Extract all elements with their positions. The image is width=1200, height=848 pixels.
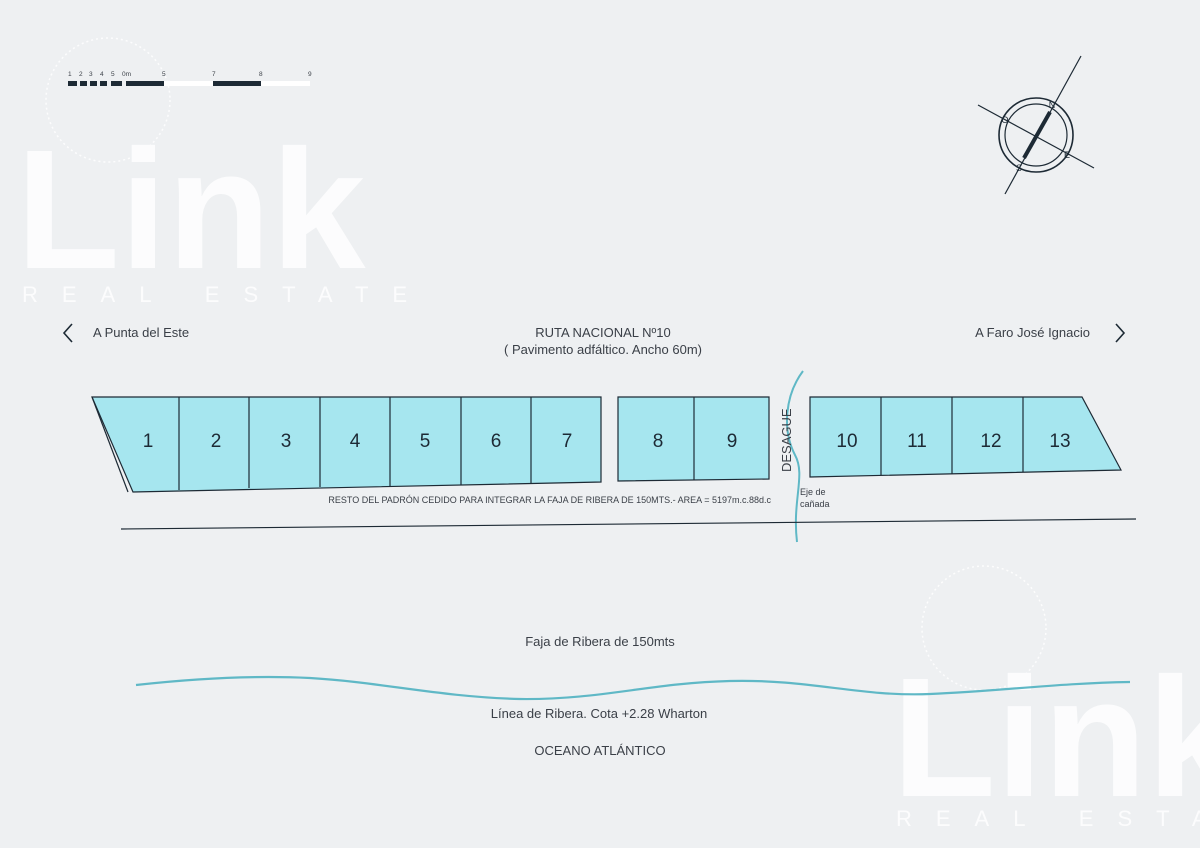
scale-label: 8 — [259, 71, 263, 78]
watermark-ring-2 — [921, 565, 1047, 691]
compass-inner-ring — [1004, 103, 1068, 167]
compass-south: S — [1016, 163, 1022, 173]
compass-needle — [1022, 111, 1052, 159]
scale-segment — [80, 81, 87, 86]
compass-east: E — [1064, 150, 1070, 160]
compass-west: O — [1001, 115, 1008, 125]
watermark-tagline: REAL ESTATE — [22, 282, 431, 307]
lot-1[interactable]: 1 — [143, 431, 154, 452]
scale-segment — [111, 81, 122, 86]
watermark-tagline-2: REAL ESTATE — [896, 806, 1200, 831]
compass-rose: N S E O — [977, 55, 1095, 195]
scale-segment — [68, 81, 77, 86]
lot-6[interactable]: 6 — [491, 431, 502, 452]
watermark-top-left: Link REAL ESTATE — [16, 37, 431, 307]
linea-ribera-label: Línea de Ribera. Cota +2.28 Wharton — [491, 706, 707, 721]
direction-left-label: A Punta del Este — [93, 325, 189, 340]
scale-label: 5 — [111, 71, 115, 78]
route-label: RUTA NACIONAL Nº10 ( Pavimento adfáltico… — [504, 325, 702, 357]
direction-right: A Faro José Ignacio — [975, 323, 1126, 343]
scale-segment — [90, 81, 97, 86]
scale-label: 0m — [122, 71, 131, 78]
direction-left: A Punta del Este — [62, 323, 189, 343]
scale-segment — [213, 81, 261, 86]
compass-outer-ring — [998, 97, 1074, 173]
route-description: ( Pavimento adfáltico. Ancho 60m) — [504, 342, 702, 357]
lot-10[interactable]: 10 — [836, 431, 857, 452]
scale-segment — [100, 81, 107, 86]
watermark-brand-2: Link — [892, 643, 1200, 833]
direction-right-label: A Faro José Ignacio — [975, 325, 1090, 340]
lots-group-a: 1 2 3 4 5 6 7 — [91, 396, 602, 493]
compass-north: N — [1049, 100, 1056, 110]
scale-segment — [164, 81, 213, 86]
route-name: RUTA NACIONAL Nº10 — [535, 325, 671, 340]
chevron-right-icon — [1115, 323, 1126, 343]
lot-12[interactable]: 12 — [980, 431, 1001, 452]
scale-label: 9 — [308, 71, 312, 78]
lot-7[interactable]: 7 — [562, 431, 573, 452]
scale-label: 4 — [100, 71, 104, 78]
lots-group-c: 10 11 12 13 — [809, 396, 1122, 478]
resto-padron-label: RESTO DEL PADRÓN CEDIDO PARA INTEGRAR LA… — [328, 495, 771, 505]
watermark-bottom-right: Link REAL ESTATE — [892, 565, 1200, 833]
lots-block-c — [809, 396, 1122, 478]
creek-line — [786, 370, 804, 543]
lot-2[interactable]: 2 — [211, 431, 222, 452]
eje-label-2: cañada — [800, 499, 830, 509]
scale-label: 1 — [68, 71, 72, 78]
padron-boundary-line — [120, 518, 1137, 530]
eje-label-1: Eje de — [800, 487, 826, 497]
lots-block-a — [91, 396, 602, 493]
oceano-label: OCEANO ATLÁNTICO — [534, 743, 665, 758]
faja-label: Faja de Ribera de 150mts — [525, 634, 675, 649]
scale-segment — [261, 81, 310, 86]
lot-3[interactable]: 3 — [281, 431, 292, 452]
scale-bar: 1 2 3 4 5 0m 5 7 8 9 — [68, 71, 312, 86]
scale-segment — [126, 81, 164, 86]
desague-label: DESAGUE — [779, 408, 794, 472]
lot-11[interactable]: 11 — [907, 431, 927, 452]
scale-label: 3 — [89, 71, 93, 78]
lot-9[interactable]: 9 — [727, 431, 738, 452]
shoreline-wave — [135, 675, 1131, 701]
scale-label: 7 — [212, 71, 216, 78]
desague-creek: DESAGUE Eje de cañada — [779, 370, 830, 543]
lot-4[interactable]: 4 — [350, 431, 361, 452]
lot-8[interactable]: 8 — [653, 431, 664, 452]
lots-group-b: 8 9 — [617, 396, 770, 482]
watermark-brand: Link — [16, 115, 366, 305]
scale-label: 2 — [79, 71, 83, 78]
scale-label: 5 — [162, 71, 166, 78]
lot-5[interactable]: 5 — [420, 431, 431, 452]
lot-13[interactable]: 13 — [1049, 431, 1070, 452]
watermark-ring — [45, 37, 171, 163]
chevron-left-icon — [62, 323, 73, 343]
lot-edge — [91, 396, 129, 493]
